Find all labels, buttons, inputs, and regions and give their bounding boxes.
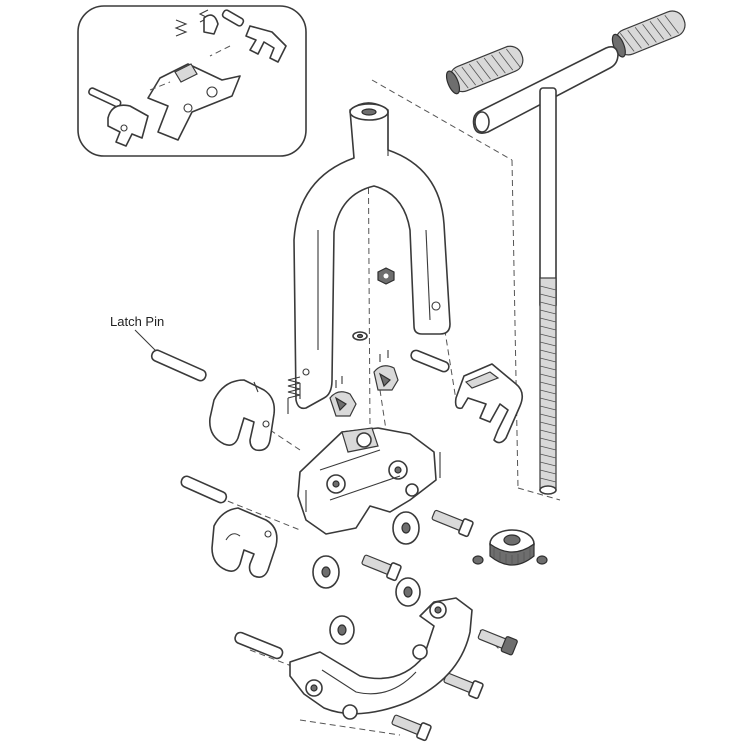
latch-pin (150, 349, 207, 382)
u-frame-yoke (293, 102, 451, 410)
hex-nut-small (377, 267, 395, 285)
spring-center (329, 376, 357, 417)
spring-right (373, 350, 399, 391)
lower-roller-frame (289, 597, 473, 720)
main-head-body (297, 427, 441, 535)
latch-pin-label: Latch Pin (110, 314, 164, 329)
latch-hook (208, 379, 276, 452)
washer (352, 331, 368, 341)
t-handle-feed-screw (472, 46, 619, 495)
latch-pin-lower (234, 631, 284, 660)
hook-right (454, 363, 524, 444)
hook-left-lower (180, 475, 278, 578)
spring-left (287, 376, 301, 414)
grip-sleeves (445, 10, 686, 95)
inset-detail-view (77, 5, 307, 157)
cutter-wheels (312, 511, 421, 645)
knurled-feed-nut (472, 529, 548, 566)
axle-bolts (361, 509, 518, 742)
latch-pin-callout: Latch Pin (110, 314, 164, 356)
hinge-pin-right (410, 349, 450, 373)
